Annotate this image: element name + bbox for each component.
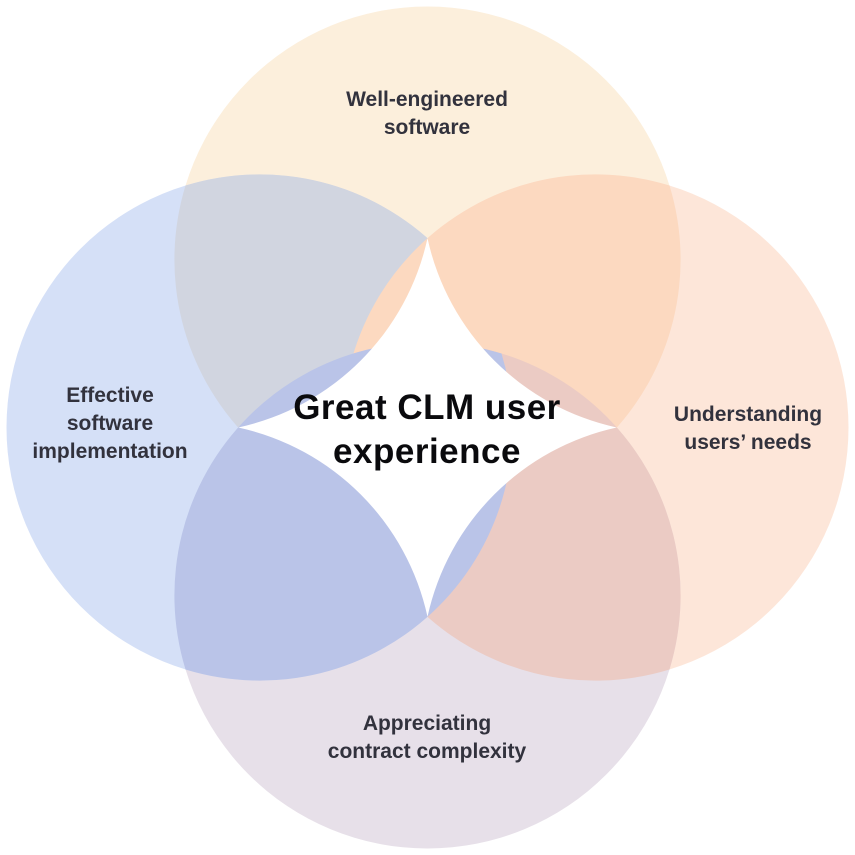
label-line: Well-engineered: [346, 88, 508, 111]
label-line: contract complexity: [327, 740, 527, 763]
center-title-line: experience: [333, 432, 521, 471]
label-understanding-users-needs: Understanding users’ needs: [674, 401, 822, 457]
label-line: Effective: [66, 384, 154, 407]
label-line: Appreciating: [362, 712, 492, 735]
center-title-line: Great CLM user: [293, 388, 561, 427]
label-line: users’ needs: [684, 431, 812, 454]
label-line: software: [66, 412, 154, 435]
label-appreciating-contract-complexity: Appreciating contract complexity: [328, 710, 526, 766]
label-line: software: [383, 116, 471, 139]
center-title: Great CLM user experience: [293, 386, 561, 474]
label-well-engineered-software: Well-engineered software: [346, 86, 508, 142]
center-star-shape: [238, 238, 617, 617]
label-line: Understanding: [673, 403, 823, 426]
label-effective-software-implementation: Effective software implementation: [32, 382, 187, 466]
label-line: implementation: [32, 440, 188, 463]
